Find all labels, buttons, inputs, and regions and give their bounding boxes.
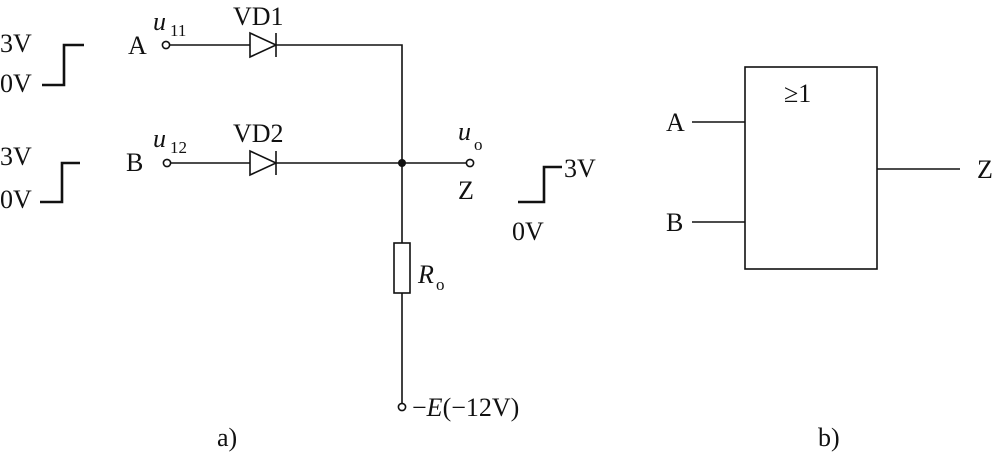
diode-or-circuit: 3V 0V 3V 0V A u 11 B u 12 VD1 VD2 bbox=[0, 2, 596, 452]
input-a-low-level: 0V bbox=[0, 69, 32, 98]
gate-input-b-label: B bbox=[666, 208, 683, 237]
resistor-ro-symbol bbox=[393, 242, 411, 294]
gate-input-a-label: A bbox=[666, 108, 685, 137]
input-a-high-level: 3V bbox=[0, 29, 32, 58]
terminal-a-node bbox=[161, 40, 171, 50]
supply-label: −E(−12V) bbox=[412, 393, 519, 422]
output-step-waveform bbox=[518, 165, 562, 204]
input-b-voltage-subscript: 12 bbox=[170, 138, 187, 157]
output-low-level: 0V bbox=[512, 217, 544, 246]
diode-vd1-triangle bbox=[249, 31, 278, 59]
diode-vd2-label: VD2 bbox=[233, 119, 284, 148]
input-b-voltage-symbol: u bbox=[153, 124, 166, 153]
supply-value: (−12V) bbox=[443, 393, 520, 422]
input-b-low-level: 0V bbox=[0, 185, 32, 214]
output-z-label: Z bbox=[458, 176, 474, 205]
diode-vd1-label: VD1 bbox=[233, 2, 284, 31]
input-a-waveform: 3V 0V bbox=[0, 29, 84, 98]
terminal-a-label: A bbox=[128, 31, 147, 60]
output-high-level: 3V bbox=[564, 154, 596, 183]
caption-b: b) bbox=[818, 423, 840, 452]
input-b-high-level: 3V bbox=[0, 142, 32, 171]
output-voltage-subscript: o bbox=[474, 135, 483, 154]
input-b-step-waveform bbox=[40, 161, 80, 204]
supply-symbol: E bbox=[426, 393, 443, 422]
diode-vd2-triangle bbox=[249, 149, 278, 177]
terminal-b-label: B bbox=[126, 148, 143, 177]
resistor-subscript: o bbox=[436, 275, 445, 294]
resistor-symbol: R bbox=[417, 260, 434, 289]
or-gate-symbol: ≥1 bbox=[784, 79, 811, 108]
diode-vd1-symbol bbox=[249, 31, 278, 59]
or-gate-symbol-panel: ≥1 A B Z b) bbox=[666, 66, 993, 452]
input-a-voltage-symbol: u bbox=[153, 7, 166, 36]
output-terminal-node bbox=[465, 158, 475, 168]
wire-vd1-to-junction bbox=[276, 44, 403, 163]
input-a-voltage-subscript: 11 bbox=[170, 21, 186, 40]
diode-vd2-symbol bbox=[249, 149, 278, 177]
supply-terminal-node bbox=[397, 402, 407, 412]
supply-prefix: − bbox=[412, 393, 427, 422]
or-gate-box bbox=[744, 66, 878, 270]
gate-output-label: Z bbox=[977, 155, 993, 184]
terminal-b-node bbox=[162, 158, 172, 168]
input-b-waveform: 3V 0V bbox=[0, 142, 80, 214]
output-voltage-symbol: u bbox=[458, 117, 471, 146]
input-a-step-waveform bbox=[42, 43, 84, 87]
caption-a: a) bbox=[217, 423, 237, 452]
output-waveform: 3V 0V bbox=[512, 154, 596, 246]
